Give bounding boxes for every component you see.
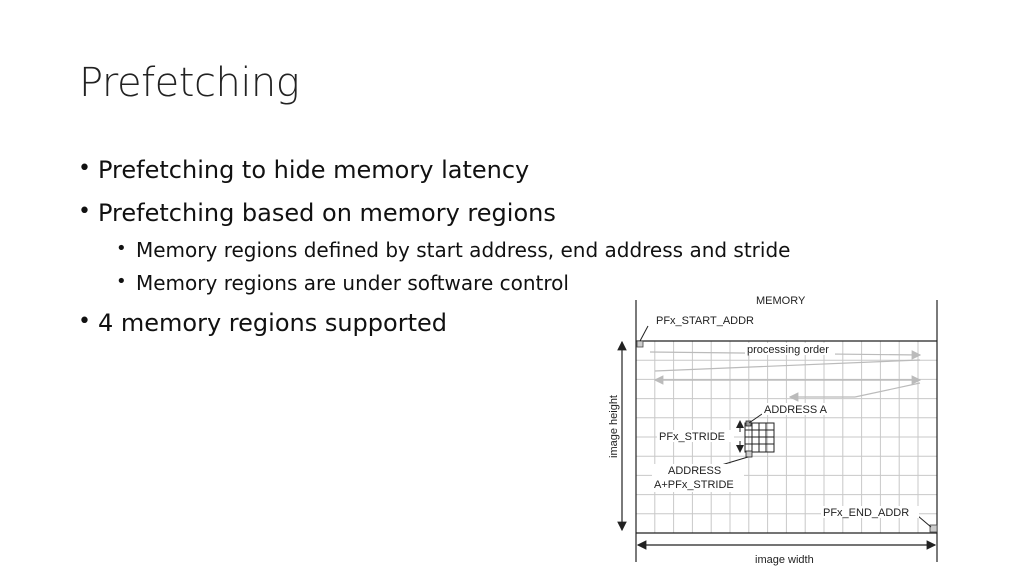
end-addr-marker bbox=[929, 524, 938, 533]
bullet-dot: • bbox=[78, 199, 91, 224]
bullet-text: Memory regions are under software contro… bbox=[136, 271, 569, 295]
start-addr-leader bbox=[639, 325, 649, 342]
stride-label: PFx_STRIDE bbox=[659, 431, 725, 443]
bullet-text: Memory regions defined by start address,… bbox=[136, 238, 791, 262]
bullet-dot: • bbox=[116, 238, 127, 259]
slide-title: Prefetching bbox=[79, 60, 300, 106]
image-height-label: image height bbox=[608, 395, 620, 458]
stride-label-bg bbox=[657, 430, 734, 442]
address-a-leader bbox=[748, 413, 763, 424]
bullet-dot: • bbox=[116, 271, 127, 292]
address-a-stride-marker bbox=[745, 450, 753, 458]
address-stride-label-line2: A+PFx_STRIDE bbox=[654, 479, 734, 491]
memory-label: MEMORY bbox=[756, 295, 806, 307]
bullet-dot: • bbox=[78, 156, 91, 181]
address-stride-label-bg bbox=[652, 464, 744, 492]
address-a-block bbox=[744, 422, 775, 453]
processing-order-label: processing order bbox=[747, 344, 829, 356]
bullet-text: Prefetching to hide memory latency bbox=[98, 156, 530, 184]
end-addr-label: PFx_END_ADDR bbox=[823, 507, 909, 519]
address-a-label-bg bbox=[762, 403, 834, 415]
start-addr-marker bbox=[636, 340, 644, 348]
bullet-dot: • bbox=[78, 309, 91, 334]
end-addr-label-bg bbox=[821, 506, 919, 518]
bullet-text: Prefetching based on memory regions bbox=[98, 199, 556, 227]
processing-order-label-bg bbox=[745, 343, 835, 355]
address-stride-label-line1: ADDRESS bbox=[668, 465, 721, 477]
start-addr-label: PFx_START_ADDR bbox=[656, 315, 754, 327]
processing-order-arrows bbox=[649, 350, 922, 402]
address-a-label: ADDRESS A bbox=[764, 404, 828, 416]
image-width-label: image width bbox=[755, 554, 814, 566]
end-addr-leader bbox=[917, 515, 932, 528]
bullet-text: 4 memory regions supported bbox=[98, 309, 447, 337]
address-a-marker bbox=[745, 420, 752, 427]
